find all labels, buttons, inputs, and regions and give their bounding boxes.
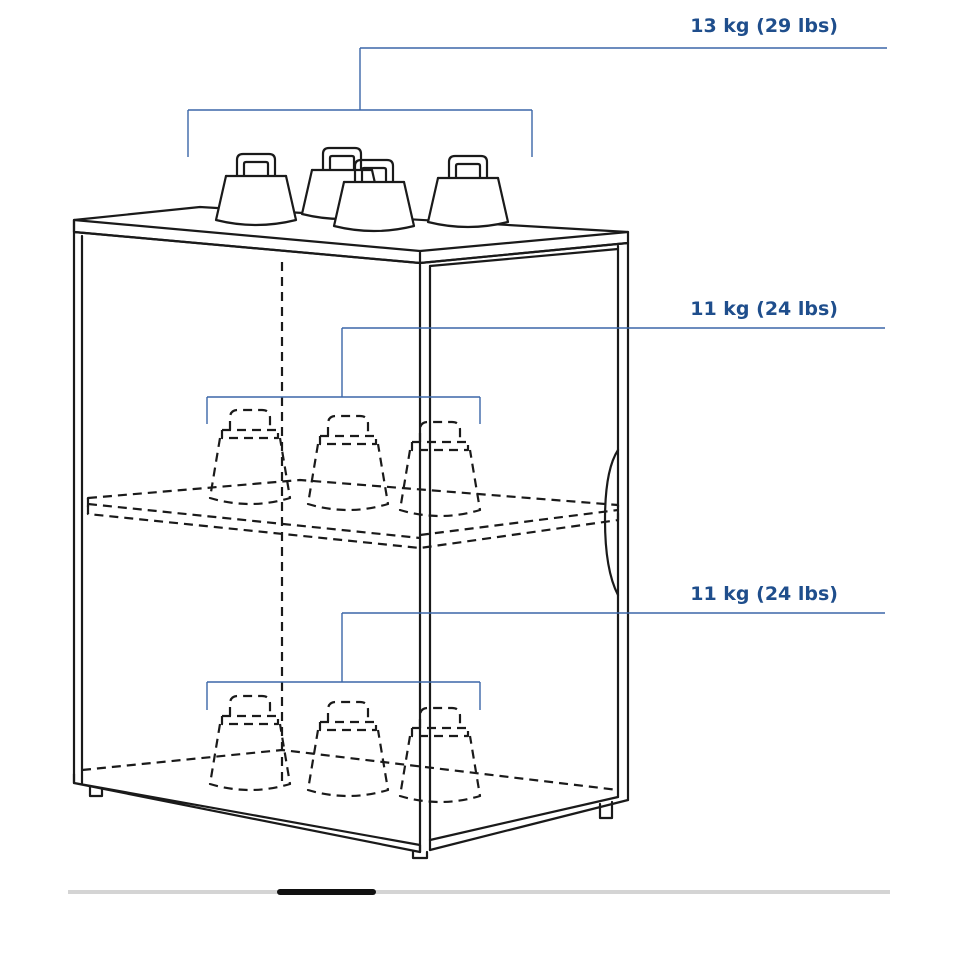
horizontal-scrollbar-track[interactable] xyxy=(68,890,890,894)
middle-weights xyxy=(208,408,482,518)
load-label-top: 13 kg (29 lbs) xyxy=(690,15,838,37)
callout-bottom xyxy=(206,612,885,710)
horizontal-scrollbar-thumb[interactable] xyxy=(277,889,376,895)
callout-top xyxy=(187,47,887,157)
bottom-weights xyxy=(208,694,482,804)
load-label-middle: 11 kg (24 lbs) xyxy=(690,298,838,320)
cabinet xyxy=(72,205,630,860)
callout-middle xyxy=(206,327,885,424)
top-weights xyxy=(214,146,510,233)
hidden-shelves xyxy=(81,262,620,792)
load-label-bottom: 11 kg (24 lbs) xyxy=(690,583,838,605)
